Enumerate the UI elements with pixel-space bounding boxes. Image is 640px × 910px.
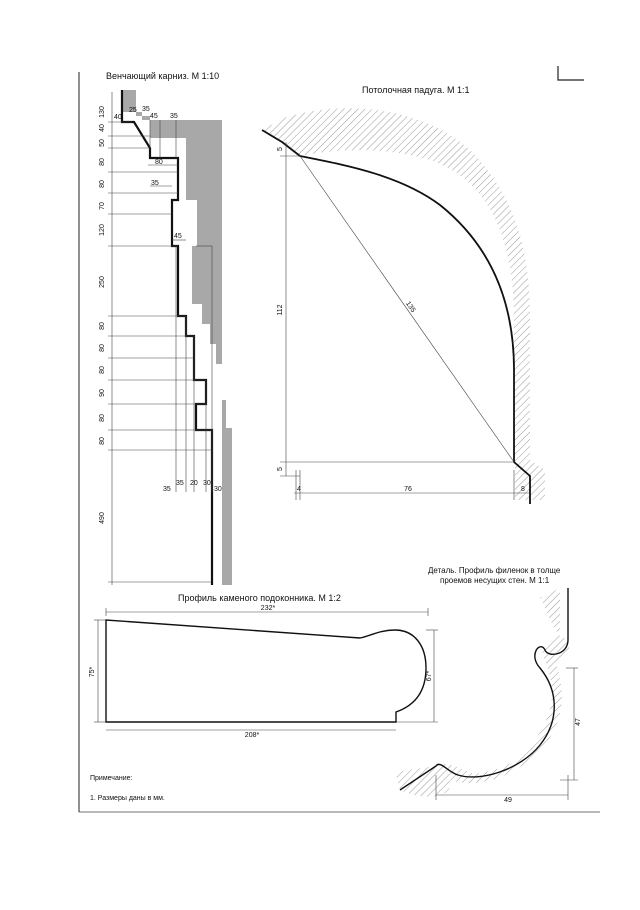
cornice-dim-v10: 80 [99,344,106,352]
cornice-dim-h3: 35 [142,106,150,113]
cornice-dim-v1: 130 [99,106,106,118]
sill-dim-right: 67* [426,670,433,681]
cornice-dim-v4: 80 [99,158,106,166]
ceiling-dim-top: 5 [277,147,284,151]
ceiling-title: Потолочная падуга. М 1:1 [362,85,470,95]
cornice-dim-v6: 70 [99,202,106,210]
cornice-dim-v14: 80 [99,437,106,445]
cornice-dimension-lines [108,92,213,585]
ceiling-dim-base-right: 8 [521,486,525,493]
cornice-dim-h6: 80 [155,159,163,166]
cornice-dim-v7: 120 [99,224,106,236]
panel-dimension-lines [435,667,578,800]
cornice-dim-h2: 25 [129,107,137,114]
panel-profile [399,588,569,791]
ceiling-dim-bottom: 5 [277,467,284,471]
ceiling-dimension-lines [280,142,530,500]
panel-dim-width: 49 [504,797,512,804]
panel-dim-height: 47 [575,718,582,726]
cornice-dim-b1: 35 [163,486,171,493]
cornice-dim-b2: 35 [176,480,184,487]
note-heading: Примечание: [90,775,133,782]
ceiling-dim-height: 112 [277,304,284,315]
cornice-title: Венчающий карниз. М 1:10 [106,71,220,81]
cornice-dim-v11: 80 [99,366,106,374]
cornice-dim-v15: 490 [99,512,106,524]
cornice-dim-v5: 80 [99,180,106,188]
sill-dim-top: 232* [261,605,276,612]
cornice-dim-v12: 90 [99,389,106,397]
cornice-dim-v9: 80 [99,322,106,330]
cornice-dim-b4: 30 [203,480,211,487]
ceiling-drawing: 5 112 5 135 4 76 8 [261,108,545,504]
panel-drawing: 47 49 [395,588,582,804]
sill-title: Профиль каменого подоконника. М 1:2 [178,593,341,603]
cornice-dim-h7: 35 [151,180,159,187]
cornice-dim-b5: 30 [214,486,222,493]
cornice-dim-v13: 80 [99,414,106,422]
ceiling-dim-base-left: 4 [297,486,301,493]
ceiling-profile [261,129,531,504]
cornice-dim-h8: 45 [174,233,182,240]
cornice-dim-h1: 40 [114,114,122,121]
cornice-dim-v3: 50 [99,139,106,147]
panel-hatch [395,588,570,797]
cornice-dim-v8: 250 [99,276,106,288]
sill-dim-left: 75* [89,666,96,677]
cornice-shadow [122,90,232,585]
sill-drawing: 232* 208* 75* 67* [89,605,438,739]
panel-title-line1: Деталь. Профиль филенок в толще [428,566,561,575]
panel-title-line2: проемов несущих стен. М 1:1 [440,576,550,585]
sill-dimension-lines [94,608,438,731]
cornice-drawing: 130 40 50 80 80 70 120 250 80 80 80 90 8… [99,90,232,585]
sill-dim-bottom: 208* [245,732,260,739]
cornice-dim-h5: 35 [170,113,178,120]
ceiling-dim-width: 76 [404,486,412,493]
sill-profile [105,619,427,723]
note-item: 1. Размеры даны в мм. [90,795,165,802]
cornice-dim-h4: 45 [150,113,158,120]
cornice-dim-b3: 20 [190,480,198,487]
cornice-dim-v2: 40 [99,124,106,132]
corner-mark [557,66,584,81]
